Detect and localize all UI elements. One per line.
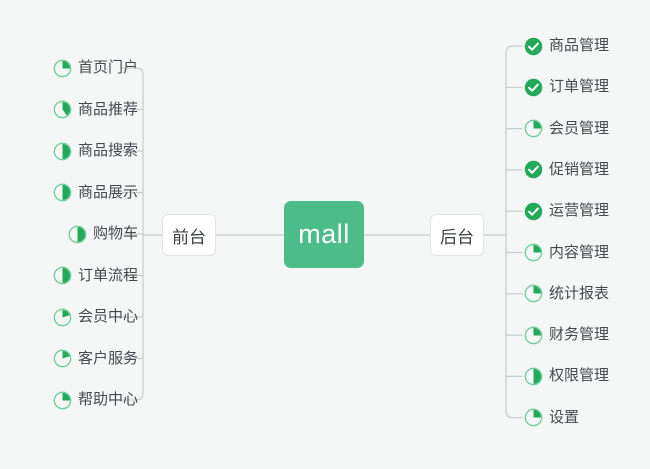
check-circle-icon — [524, 202, 543, 220]
leaf-node[interactable]: 帮助中心 — [53, 388, 138, 412]
leaf-node-label: 统计报表 — [549, 284, 610, 302]
leaf-node-label: 商品管理 — [549, 37, 610, 54]
branch-node-label: 后台 — [440, 227, 474, 247]
leaf-node-label: 财务管理 — [549, 326, 610, 344]
root-node-label: mall — [298, 219, 350, 249]
wire-backend-spine — [505, 45, 523, 419]
leaf-node[interactable]: 运营管理 — [524, 199, 609, 223]
leaf-node[interactable]: 权限管理 — [524, 364, 609, 388]
pie-progress-icon — [524, 408, 543, 427]
leaf-node-label: 订单流程 — [77, 266, 138, 284]
leaf-node-label: 客户服务 — [77, 349, 138, 367]
leaf-node[interactable]: 商品展示 — [53, 181, 138, 205]
pie-progress-icon — [53, 183, 72, 202]
leaf-node-label: 会员管理 — [549, 119, 610, 137]
check-circle-icon — [524, 78, 543, 97]
pie-progress-icon — [524, 119, 543, 138]
branch-node-frontend[interactable]: 前台 — [162, 214, 216, 256]
leaf-node-label: 设置 — [549, 408, 580, 426]
leaf-node[interactable]: 商品推荐 — [53, 98, 138, 122]
check-circle-icon — [524, 37, 543, 55]
branch-node-label: 前台 — [172, 227, 206, 247]
pie-progress-icon — [524, 367, 543, 386]
leaf-node[interactable]: 会员中心 — [53, 305, 138, 329]
leaf-node[interactable]: 商品搜索 — [53, 139, 138, 163]
leaf-node[interactable]: 财务管理 — [524, 323, 609, 347]
leaf-node[interactable]: 购物车 — [68, 222, 138, 246]
leaf-node[interactable]: 会员管理 — [524, 117, 609, 141]
pie-progress-icon — [68, 225, 87, 243]
pie-progress-icon — [53, 142, 72, 160]
pie-progress-icon — [524, 284, 543, 303]
leaf-node[interactable]: 订单管理 — [524, 75, 609, 99]
leaf-node[interactable]: 客户服务 — [53, 347, 138, 371]
branch-node-backend[interactable]: 后台 — [430, 214, 484, 256]
leaf-node-label: 帮助中心 — [77, 391, 138, 408]
pie-progress-icon — [53, 266, 72, 285]
leaf-node-label: 订单管理 — [549, 78, 610, 96]
leaf-node[interactable]: 内容管理 — [524, 241, 609, 265]
pie-progress-icon — [53, 100, 72, 119]
leaf-node-label: 内容管理 — [549, 243, 610, 261]
leaf-node-label: 运营管理 — [549, 202, 610, 220]
pie-progress-icon — [524, 243, 543, 262]
leaf-node[interactable]: 促销管理 — [524, 158, 609, 182]
leaf-node-label: 促销管理 — [549, 160, 610, 178]
leaf-node[interactable]: 订单流程 — [53, 264, 138, 288]
leaf-node[interactable]: 首页门户 — [53, 56, 138, 80]
leaf-node[interactable]: 统计报表 — [524, 282, 609, 306]
leaf-node-label: 商品推荐 — [77, 100, 138, 118]
leaf-node-label: 商品展示 — [77, 183, 138, 201]
leaf-node[interactable]: 商品管理 — [524, 34, 609, 58]
leaf-node-label: 购物车 — [92, 225, 138, 242]
leaf-node-label: 首页门户 — [77, 59, 138, 76]
pie-progress-icon — [53, 391, 72, 409]
root-node-mall[interactable]: mall — [284, 201, 364, 268]
leaf-node-label: 商品搜索 — [77, 142, 138, 159]
leaf-node-label: 权限管理 — [549, 367, 610, 385]
pie-progress-icon — [53, 349, 72, 368]
pie-progress-icon — [53, 59, 72, 77]
pie-progress-icon — [524, 326, 543, 344]
check-circle-icon — [524, 161, 543, 179]
leaf-node[interactable]: 设置 — [524, 406, 579, 430]
pie-progress-icon — [53, 308, 72, 326]
leaf-node-label: 会员中心 — [77, 308, 138, 325]
